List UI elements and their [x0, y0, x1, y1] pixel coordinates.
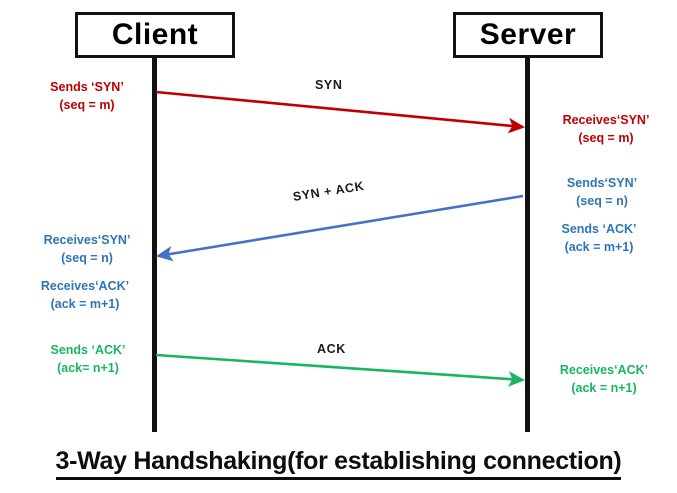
note-client-receives-ack: Receives‘ACK’ (ack = m+1) [18, 277, 152, 313]
ack-arrow [155, 353, 526, 387]
server-node-label: Server [479, 18, 577, 51]
client-node-label: Client [111, 18, 199, 51]
note-line-1: Receives‘ACK’ [40, 279, 130, 293]
note-server-sends-syn: Sends‘SYN’ (seq = n) [540, 174, 664, 210]
server-lifeline [525, 58, 530, 432]
client-lifeline [152, 58, 157, 432]
ack-arrow-label: ACK [317, 342, 346, 356]
note-client-sends-ack: Sends ‘ACK’ (ack= n+1) [28, 341, 148, 377]
note-line-2: (ack = m+1) [564, 240, 634, 255]
syn-ack-arrow [155, 194, 524, 262]
note-line-2: (seq = m) [59, 98, 115, 113]
note-client-sends-syn: Sends ‘SYN’ (seq = m) [28, 78, 146, 114]
note-server-receives-syn: Receives‘SYN’ (seq = m) [545, 111, 667, 147]
note-line-1: Receives‘ACK’ [559, 363, 649, 377]
syn-arrow [155, 90, 526, 134]
note-line-1: Sends ‘SYN’ [50, 80, 124, 94]
note-line-1: Receives‘SYN’ [562, 113, 650, 127]
note-line-1: Sends ‘ACK’ [561, 222, 637, 236]
note-line-2: (seq = n) [61, 251, 113, 266]
note-line-2: (ack = m+1) [50, 297, 120, 312]
syn-arrow-label: SYN [315, 78, 343, 92]
note-server-sends-ack: Sends ‘ACK’ (ack = m+1) [534, 220, 664, 256]
note-line-1: Receives‘SYN’ [43, 233, 131, 247]
note-line-1: Sends ‘ACK’ [50, 343, 126, 357]
note-line-2: (ack = n+1) [571, 381, 637, 396]
note-client-receives-syn: Receives‘SYN’ (seq = n) [22, 231, 152, 267]
note-line-2: (seq = n) [576, 194, 628, 209]
note-line-2: (seq = m) [578, 131, 634, 146]
diagram-caption-text: 3-Way Handshaking(for establishing conne… [55, 447, 622, 480]
diagram-caption: 3-Way Handshaking(for establishing conne… [0, 447, 677, 480]
note-server-receives-ack: Receives‘ACK’ (ack = n+1) [540, 361, 668, 397]
note-line-1: Sends‘SYN’ [566, 176, 638, 190]
client-node-box: Client [75, 12, 235, 58]
server-node-box: Server [453, 12, 603, 58]
note-line-2: (ack= n+1) [57, 361, 119, 376]
